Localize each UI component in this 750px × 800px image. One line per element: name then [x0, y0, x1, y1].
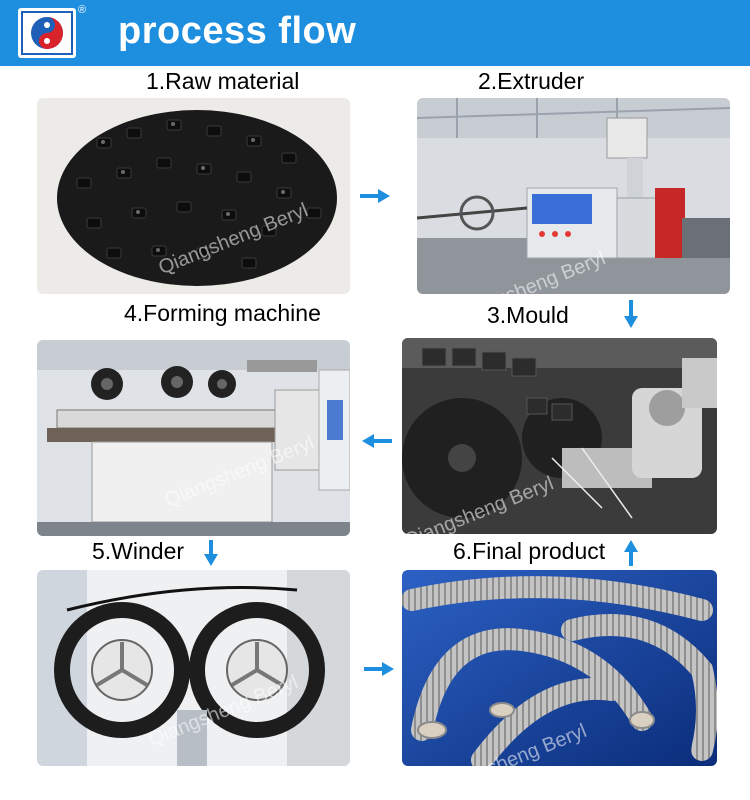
arrow-right-icon — [360, 189, 390, 208]
arrow-down-icon — [204, 540, 218, 571]
registered-mark-icon: ® — [78, 4, 87, 16]
raw-material-photo: Qiangsheng Beryl — [37, 98, 350, 294]
step-label-extruder: 2.Extruder — [478, 68, 585, 94]
page-title: process flow — [118, 10, 357, 52]
mould-photo: Qiangsheng Beryl — [402, 338, 717, 534]
step-label-forming-machine: 4.Forming machine — [124, 300, 321, 326]
step-label-winder: 5.Winder — [92, 538, 185, 564]
arrow-up-icon — [624, 540, 638, 571]
arrow-right-icon — [364, 662, 394, 681]
step-label-final-product: 6.Final product — [453, 538, 606, 564]
arrow-left-icon — [362, 434, 392, 453]
step-label-mould: 3.Mould — [487, 302, 569, 328]
arrow-down-icon — [624, 300, 638, 333]
header-bar: ® process flow — [0, 0, 750, 66]
final-product-photo: Qiangsheng Beryl — [402, 570, 717, 766]
winder-photo: Qiangsheng Beryl — [37, 570, 350, 766]
step-label-raw-material: 1.Raw material — [146, 68, 300, 94]
company-logo — [18, 8, 76, 58]
forming-machine-photo: Qiangsheng Beryl — [37, 340, 350, 536]
extruder-photo: Qiangsheng Beryl — [417, 98, 730, 294]
